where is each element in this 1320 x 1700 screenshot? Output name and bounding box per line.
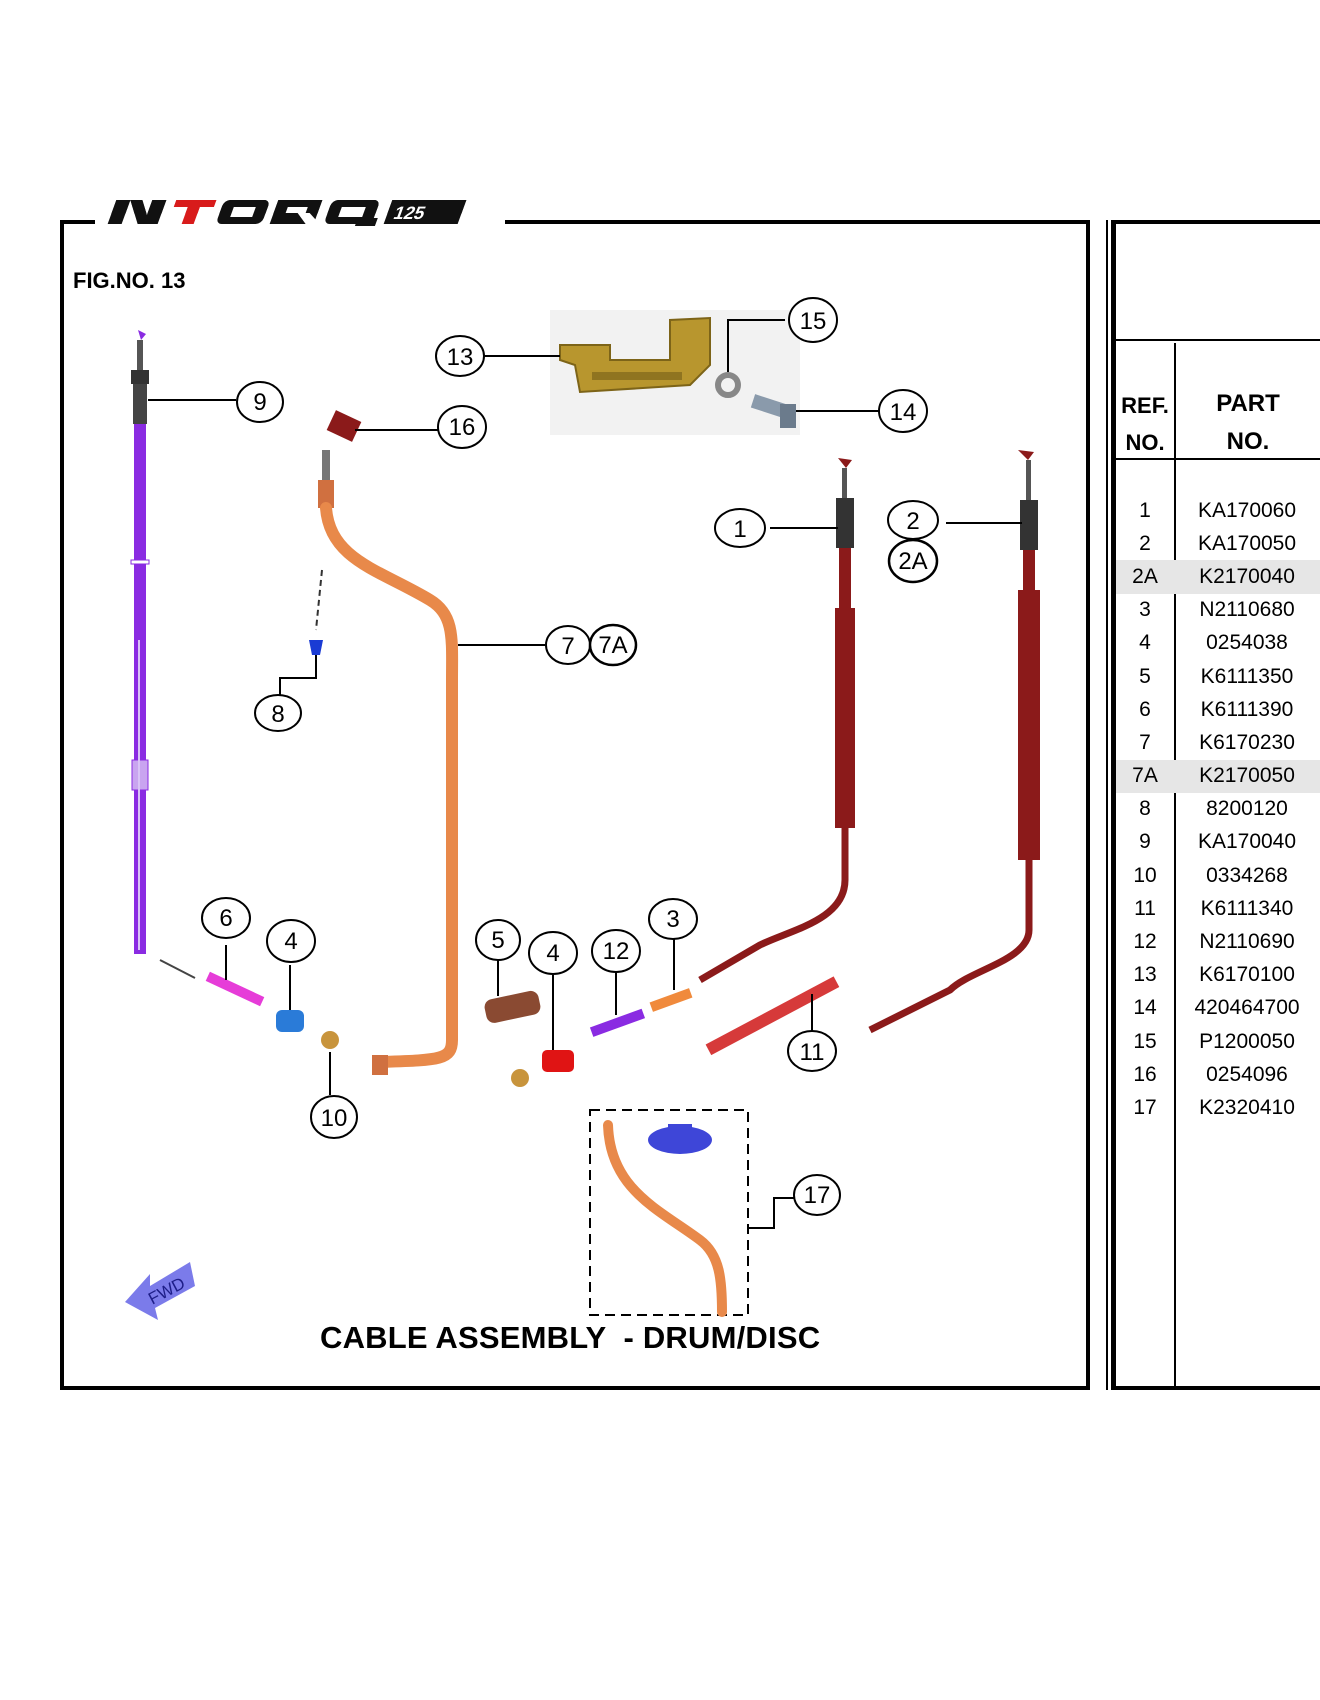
table-row: 8 8200120 [1116, 793, 1320, 826]
part-number: 0254096 [1206, 1062, 1288, 1086]
part-number: K6111350 [1200, 664, 1294, 688]
ref-number: 12 [1133, 930, 1157, 954]
table-row: 9 KA170040 [1116, 826, 1320, 859]
parts-list: 1 KA170060 2 KA170050 2A K2170040 3 N2110680 4 02… [1116, 494, 1320, 1125]
part-number: K2170040 [1199, 564, 1295, 588]
table-row: 7 K6170230 [1116, 726, 1320, 759]
part-number: KA170050 [1197, 531, 1297, 555]
table-divider-top [1116, 339, 1320, 341]
ref-number: 4 [1139, 631, 1151, 655]
part-number: K6170100 [1199, 963, 1295, 987]
part-number: N2110690 [1199, 930, 1295, 954]
logo-overlay: 125 [107, 200, 467, 226]
ref-number: 17 [1133, 1095, 1157, 1119]
ref-number: 2 [1139, 531, 1151, 555]
part-number: 0254038 [1206, 631, 1288, 655]
table-row: 13 K6170100 [1116, 959, 1320, 992]
table-row: 2 KA170050 [1116, 527, 1320, 560]
ref-number: 2A [1132, 564, 1158, 588]
header-ref-no: NO. [1125, 430, 1165, 455]
table-row: 11 K6111340 [1116, 892, 1320, 925]
figure-frame [60, 220, 1090, 1390]
part-number: K2170050 [1199, 764, 1295, 788]
part-number: K6170230 [1199, 730, 1295, 754]
ref-number: 15 [1133, 1029, 1157, 1053]
part-number: 0334268 [1206, 863, 1288, 887]
table-row: 2A K2170040 [1116, 560, 1320, 594]
ref-number: 14 [1133, 996, 1157, 1020]
table-row: 1 KA170060 [1116, 494, 1320, 527]
table-row: 5 K6111350 [1116, 660, 1320, 693]
ref-number: 1 [1139, 498, 1151, 522]
table-row: 12 N2110690 [1116, 925, 1320, 958]
ref-number: 9 [1139, 830, 1151, 854]
ref-number: 13 [1133, 963, 1157, 987]
ref-number: 6 [1139, 697, 1151, 721]
svg-text:125: 125 [391, 203, 428, 223]
part-number: KA170060 [1197, 498, 1297, 522]
part-number: K6111390 [1200, 697, 1294, 721]
table-divider-header [1116, 458, 1320, 460]
ref-number: 7 [1139, 730, 1151, 754]
table-row: 6 K6111390 [1116, 693, 1320, 726]
table-column-divider [1174, 343, 1176, 1388]
header-part: PART [1216, 390, 1280, 417]
ref-number: 8 [1139, 797, 1151, 821]
figure-number: FIG.NO. 13 [73, 268, 186, 293]
part-number: N2110680 [1199, 598, 1295, 622]
table-row: 16 0254096 [1116, 1058, 1320, 1091]
ref-number: 10 [1133, 863, 1157, 887]
part-number: KA170040 [1197, 830, 1297, 854]
table-row: 4 0254038 [1116, 627, 1320, 660]
table-border-line [1106, 220, 1108, 1390]
ref-number: 3 [1139, 598, 1151, 622]
table-row: 3 N2110680 [1116, 594, 1320, 627]
part-number: K6111340 [1200, 896, 1294, 920]
ref-number: 7A [1132, 764, 1158, 788]
part-number: 420464700 [1194, 996, 1300, 1020]
table-row: 15 P1200050 [1116, 1025, 1320, 1058]
table-row: 10 0334268 [1116, 859, 1320, 892]
ref-number: 16 [1133, 1062, 1157, 1086]
table-row: 14 420464700 [1116, 992, 1320, 1025]
parts-table [1111, 220, 1320, 1390]
header-ref: REF. [1121, 393, 1169, 418]
table-row: 17 K2320410 [1116, 1091, 1320, 1124]
ref-number: 11 [1134, 896, 1156, 920]
part-number: K2320410 [1199, 1095, 1295, 1119]
table-row: 7A K2170050 [1116, 759, 1320, 793]
figure-caption: CABLE ASSEMBLY - DRUM/DISC [320, 1320, 821, 1355]
ref-number: 5 [1139, 664, 1151, 688]
header-part-no: NO. [1226, 428, 1270, 455]
part-number: P1200050 [1199, 1029, 1295, 1053]
part-number: 8200120 [1206, 797, 1288, 821]
